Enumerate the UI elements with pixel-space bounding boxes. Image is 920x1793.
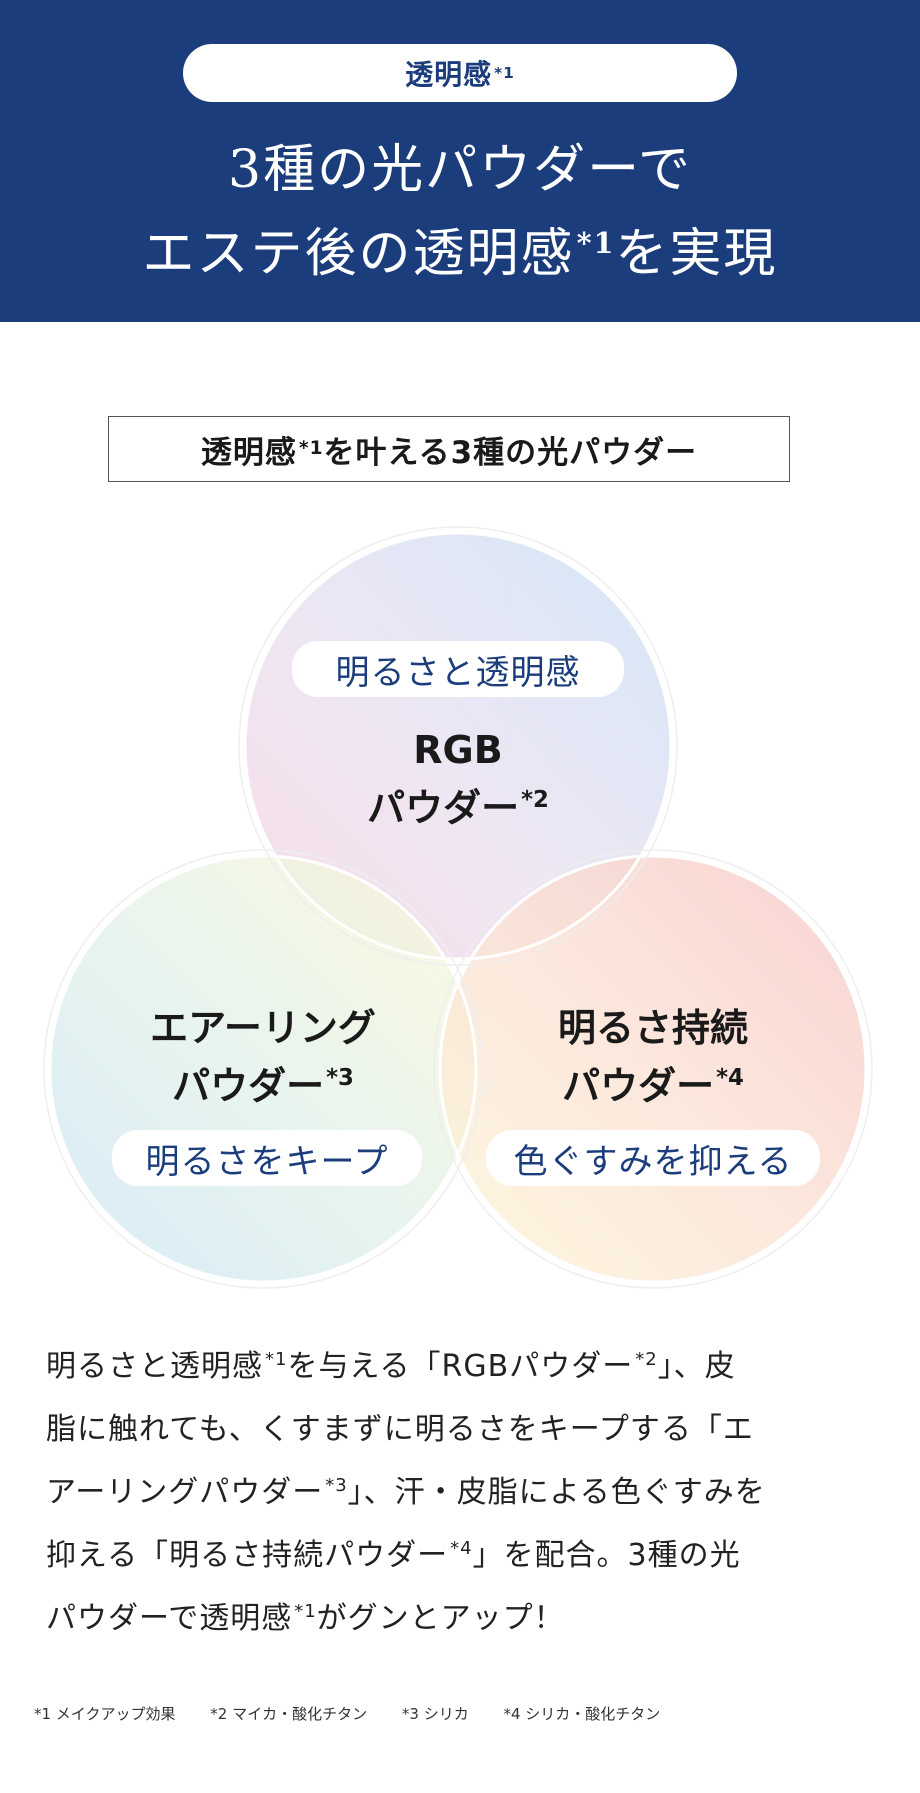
description-line-5: パウダーで透明感*1がグンとアップ！: [46, 1587, 876, 1650]
label-lasting-line2-wrap: パウダー*4: [503, 1057, 803, 1115]
circle-lasting-rim: [433, 849, 873, 1289]
desc-l3-a: アーリングパウダー: [46, 1475, 324, 1510]
description-paragraph: 明るさと透明感*1を与える「RGBパウダー*2」、皮 脂に触れても、くすまずに明…: [46, 1335, 876, 1650]
desc-l1-a: 明るさと透明感: [46, 1349, 263, 1384]
tag-keep-brightness: 明るさをキープ: [112, 1130, 422, 1186]
desc-l5-note: *1: [294, 1601, 317, 1622]
label-rgb-footnote-mark: *2: [521, 787, 549, 814]
desc-l1-note2: *2: [635, 1349, 658, 1370]
footnotes: *1 メイクアップ効果 *2 マイカ・酸化チタン *3 シリカ *4 シリカ・酸…: [34, 1703, 894, 1724]
footnote-4: *4 シリカ・酸化チタン: [503, 1705, 661, 1723]
description-line-4: 抑える「明るさ持続パウダー*4」を配合。3種の光: [46, 1524, 876, 1587]
tag-left-text: 明るさをキープ: [145, 1141, 389, 1182]
header-banner: 透明感*1 3種の光パウダーで エステ後の透明感*1を実現: [0, 0, 920, 322]
desc-l3-note: *3: [325, 1475, 348, 1496]
tag-suppress-dullness: 色ぐすみを抑える: [486, 1130, 820, 1186]
desc-l4-a: 抑える「明るさ持続パウダー: [46, 1538, 449, 1573]
desc-l4-b: 」を配合。3種の光: [472, 1538, 741, 1573]
label-airring-footnote-mark: *3: [326, 1065, 354, 1092]
circle-rgb-rim: [238, 526, 678, 966]
label-airring-line1: エアーリング: [150, 1006, 376, 1050]
description-line-1: 明るさと透明感*1を与える「RGBパウダー*2」、皮: [46, 1335, 876, 1398]
desc-l4-note: *4: [450, 1538, 473, 1559]
headline-footnote-mark: *1: [576, 225, 616, 260]
label-airring-line2: パウダー: [172, 1064, 325, 1108]
headline-line-2: エステ後の透明感*1を実現: [0, 212, 920, 296]
circle-rgb-powder: [245, 533, 671, 959]
desc-l1-note1: *1: [265, 1349, 288, 1370]
label-lasting-footnote-mark: *4: [716, 1065, 744, 1092]
desc-l5-b: がグンとアップ！: [316, 1601, 565, 1636]
headline-line-2-b: を実現: [615, 224, 778, 284]
footnote-2: *2 マイカ・酸化チタン: [210, 1705, 368, 1723]
circle-lasting-outline: [438, 854, 868, 1284]
desc-l5-a: パウダーで透明感: [46, 1601, 293, 1636]
tag-brightness-transparency: 明るさと透明感: [292, 641, 624, 697]
transparency-pill: 透明感*1: [183, 44, 737, 102]
section-title-a: 透明感: [200, 434, 297, 471]
page-headline: 3種の光パウダーで エステ後の透明感*1を実現: [0, 128, 920, 296]
label-lasting-line2: パウダー: [562, 1064, 715, 1108]
circle-rgb-outline: [243, 531, 673, 961]
label-rgb-powder: RGB パウダー*2: [308, 721, 608, 837]
description-line-2: 脂に触れても、くすまずに明るさをキープする「エ: [46, 1412, 754, 1447]
headline-line-2-a: エステ後の透明感: [142, 224, 575, 284]
headline-line-1: 3種の光パウダーで: [228, 140, 692, 200]
section-title-b: を叶える3種の光パウダー: [323, 434, 698, 471]
circle-airring-outline: [48, 854, 478, 1284]
label-lasting-powder: 明るさ持続 パウダー*4: [503, 999, 803, 1115]
label-rgb-line2: パウダー: [367, 786, 520, 830]
description-line-3: アーリングパウダー*3」、汗・皮脂による色ぐすみを: [46, 1461, 876, 1524]
tag-right-text: 色ぐすみを抑える: [513, 1141, 793, 1182]
tag-top-text: 明るさと透明感: [335, 652, 581, 693]
powder-venn-diagram: 明るさと透明感 RGB パウダー*2 エアーリング パウダー*3 明るさをキープ…: [0, 520, 920, 1300]
desc-l3-b: 」、汗・皮脂による色ぐすみを: [347, 1475, 766, 1510]
desc-l1-b: を与える「RGBパウダー: [287, 1349, 634, 1384]
pill-text: 透明感: [405, 58, 493, 91]
label-airring-powder: エアーリング パウダー*3: [113, 999, 413, 1115]
desc-l1-c: 」、皮: [657, 1349, 736, 1384]
circle-airring-rim: [43, 849, 483, 1289]
footnote-1: *1 メイクアップ効果: [34, 1705, 176, 1723]
label-airring-line2-wrap: パウダー*3: [113, 1057, 413, 1115]
label-rgb-line1: RGB: [413, 728, 503, 772]
label-lasting-line1: 明るさ持続: [557, 1006, 748, 1050]
label-rgb-line2-wrap: パウダー*2: [308, 779, 608, 837]
footnote-3: *3 シリカ: [401, 1705, 469, 1723]
